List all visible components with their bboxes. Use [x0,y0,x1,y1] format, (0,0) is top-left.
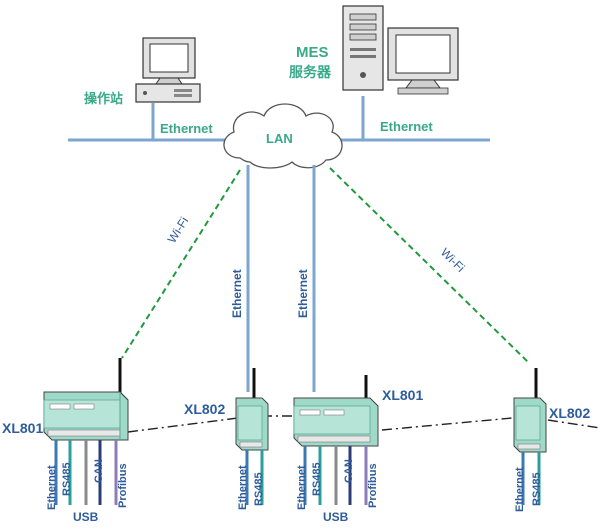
xl802-left-port-ethernet: Ethernet [237,465,249,510]
wifi-link-left [121,169,241,359]
mes-label-line1: MES [296,44,329,61]
wifi-label-left: Wi-Fi [165,214,192,245]
xl801-right-name: XL801 [382,387,423,403]
mes-label-line2: 服务器 [289,64,332,80]
mes-server-icon [342,5,459,95]
xl801-device-left [43,358,129,441]
ethernet-label-vertical-2: Ethernet [296,269,310,318]
xl801-left-port-usb: USB [73,510,99,524]
xl801-right-cables [303,446,368,505]
ethernet-label-vertical-1: Ethernet [230,269,244,318]
xl801-right-port-ethernet: Ethernet [296,465,308,510]
xl801-device-right [293,375,379,447]
xl802-device-left [235,368,269,451]
bus-line-end [547,419,600,429]
ethernet-label-top-right: Ethernet [380,119,433,134]
xl801-left-port-can: CAN [93,459,105,483]
xl802-left-name: XL802 [184,401,225,417]
xl801-right-port-usb: USB [323,510,349,524]
wifi-link-right [329,167,529,363]
xl802-right-cables [521,452,541,505]
xl801-right-port-rs485: RS485 [311,462,323,496]
xl802-left-cables [245,450,264,505]
lan-label: LAN [266,131,293,146]
workstation-label: 操作站 [84,91,123,106]
xl801-right-port-can: CAN [343,459,355,483]
xl802-device-right [513,368,547,453]
xl801-left-port-ethernet: Ethernet [46,465,58,510]
wifi-label-right: Wi-Fi [438,245,468,275]
xl802-left-port-rs485: RS485 [253,472,265,506]
lan-cloud-icon [223,103,343,169]
xl801-left-name: XL801 [2,420,43,436]
xl801-left-port-rs485: RS485 [61,462,73,496]
workstation-computer-icon [135,37,201,103]
xl802-right-port-rs485: RS485 [531,472,543,506]
bus-line-left [127,417,239,433]
xl801-right-port-profibus: Profibus [367,463,379,508]
xl801-left-port-profibus: Profibus [117,463,129,508]
xl802-right-port-ethernet: Ethernet [514,467,526,512]
xl801-left-cables [54,440,118,505]
bus-line-right [381,417,513,431]
xl802-right-name: XL802 [549,405,590,421]
ethernet-label-top-left: Ethernet [160,121,213,136]
